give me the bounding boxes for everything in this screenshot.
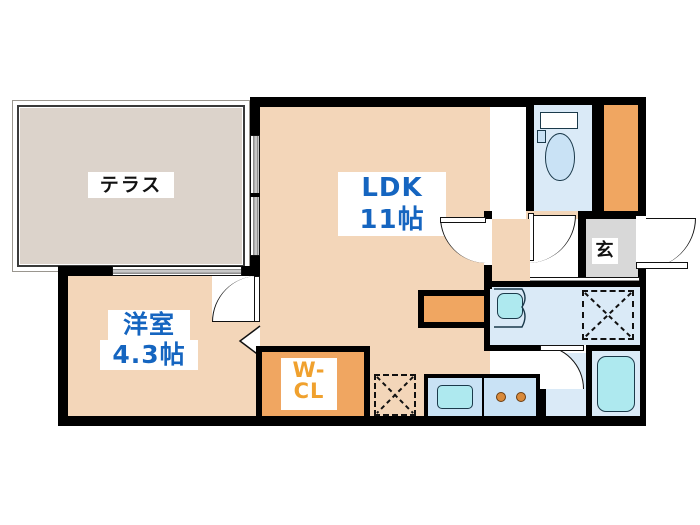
toilet-bowl (545, 133, 575, 181)
ldk-door-panel[interactable] (440, 217, 486, 223)
kitchen-upper-cabinet (424, 296, 488, 322)
entrance-closet (602, 105, 638, 211)
washing-machine-space (582, 290, 634, 340)
entrance-closet-divider (596, 97, 604, 219)
washroom-door-panel[interactable] (540, 345, 584, 351)
toilet-tank (540, 112, 578, 129)
washbasin-outline (494, 288, 526, 328)
ldk-label-size: 11帖 (338, 204, 446, 236)
bedroom-label-size: 4.3帖 (100, 340, 198, 370)
sliding-door-mullion (250, 193, 260, 197)
wall-bottom (58, 416, 646, 426)
entrance-door-opening (636, 216, 646, 268)
stove-unit (484, 378, 536, 416)
bathtub (597, 356, 635, 412)
wall-ldk-left-upper (250, 97, 260, 135)
storage-space-ldk (374, 374, 416, 416)
genkan-label: 玄 (592, 238, 618, 264)
wcl-label-line1: W- (292, 358, 326, 382)
washbasin-bowl (497, 293, 523, 319)
kitchen-sink (437, 385, 473, 409)
stove-burner-right (516, 392, 526, 402)
entrance-door-panel[interactable] (636, 262, 688, 269)
terrace-label: テラス (88, 172, 174, 198)
bath-divider-wall (586, 345, 592, 417)
genkan-left-wall (578, 211, 586, 281)
ldk-door-opening (484, 219, 492, 265)
toilet-paper-holder (537, 130, 546, 143)
bedroom-label-name: 洋室 (108, 310, 190, 340)
stove-burner-left (496, 392, 506, 402)
wall-top (250, 97, 646, 107)
bedroom-door-panel[interactable] (254, 276, 260, 322)
bedroom-terrace-window[interactable] (112, 266, 242, 276)
wcl-label: W-CL (281, 358, 337, 410)
wcl-label-line2: CL (293, 379, 325, 403)
entrance-door-arc (646, 218, 696, 268)
ldk-label-name: LDK (338, 172, 446, 204)
toilet-door-arc (528, 215, 576, 263)
genkan-top-wall-right (586, 211, 646, 219)
hall-floor (490, 219, 530, 281)
wall-bedroom-left (58, 266, 68, 426)
storage-cross-icon (376, 376, 414, 414)
washer-cross-icon (584, 292, 632, 338)
wcl-folding-door[interactable] (218, 322, 264, 362)
